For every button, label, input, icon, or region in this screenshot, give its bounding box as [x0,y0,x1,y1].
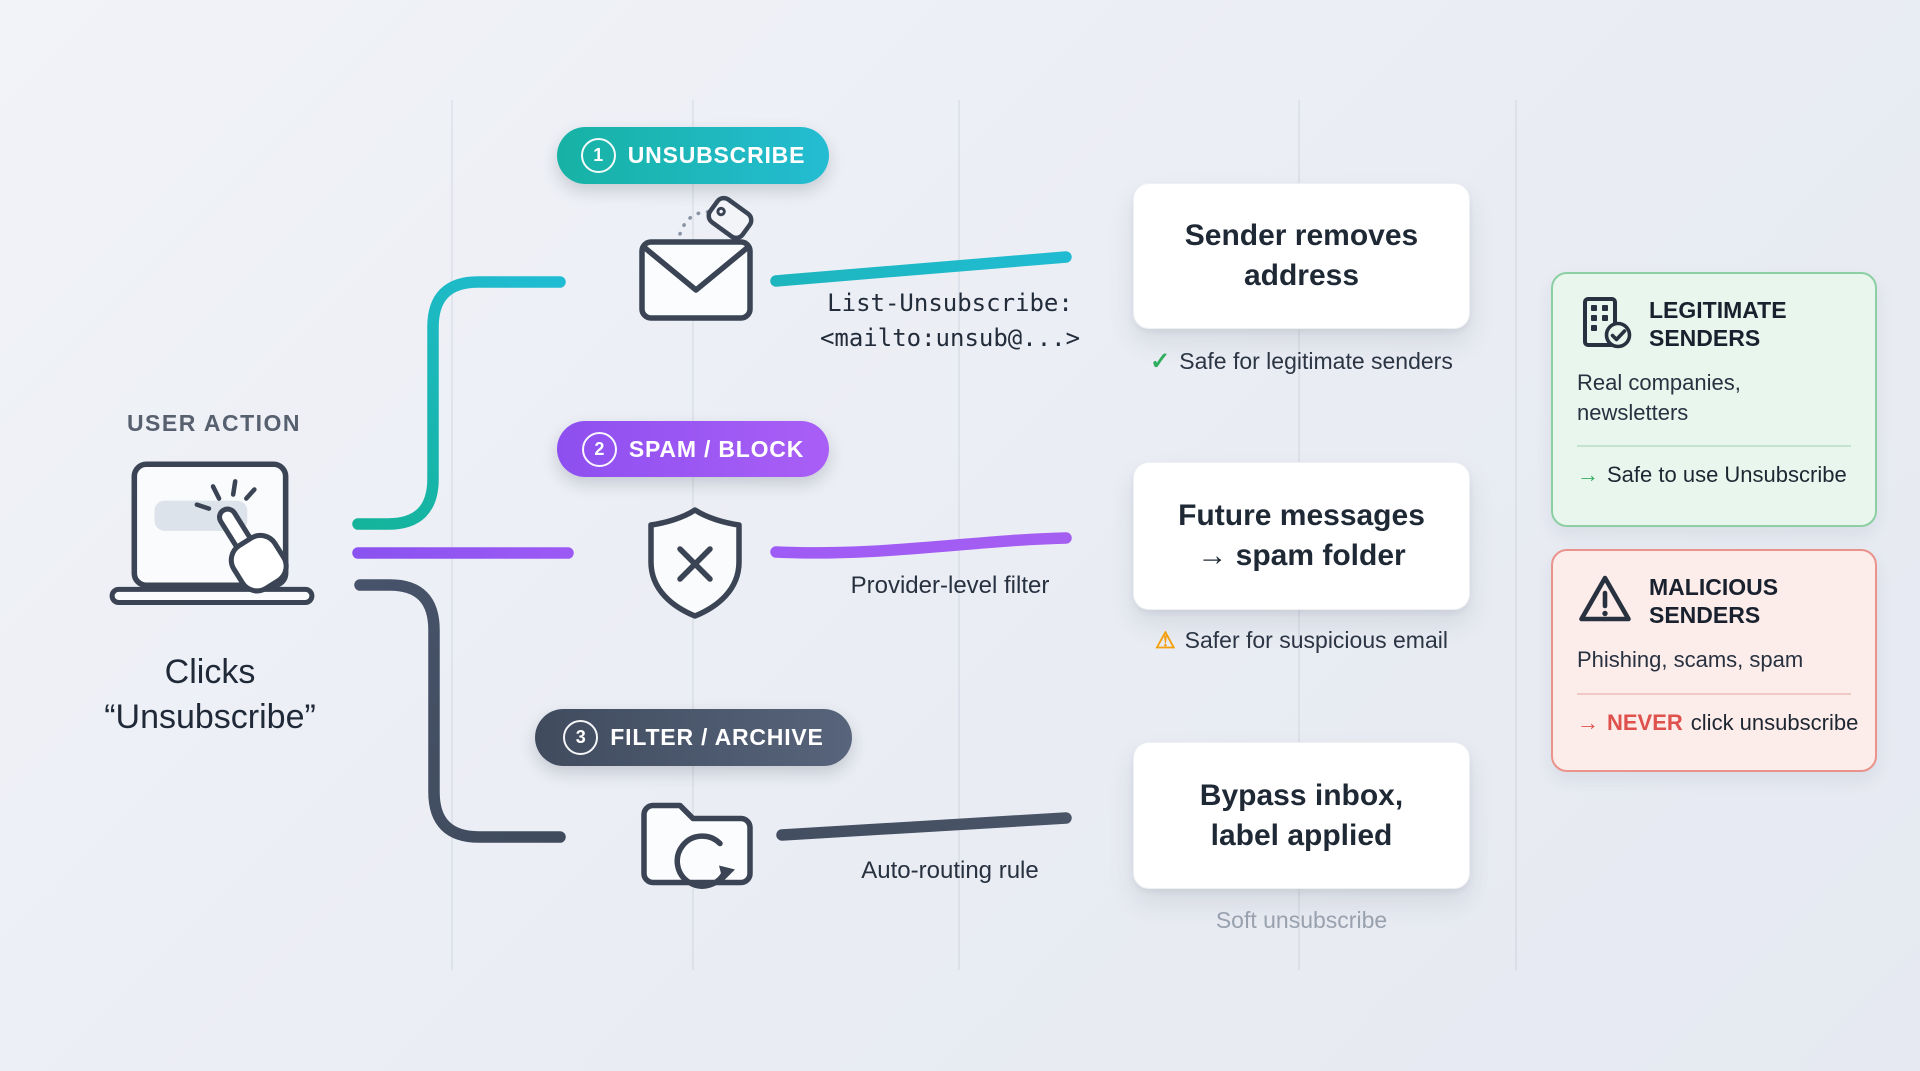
action-text: Safe to use Unsubscribe [1607,462,1847,488]
action-strong: NEVER [1607,709,1683,735]
grid-line [451,100,453,970]
grid-line [958,100,960,970]
card-sender-removes: Sender removes address [1133,183,1470,329]
panel-body: Real companies, newsletters [1577,370,1741,425]
badge-spam-block: 2 SPAM / BLOCK [557,421,829,477]
note-safe-legitimate: ✓ Safe for legitimate senders [1113,348,1490,375]
badge-label: FILTER / ARCHIVE [610,724,824,750]
panel-divider [1577,692,1851,695]
card-future-spam: Future messages → spam folder [1133,462,1470,610]
badge-unsubscribe: 1 UNSUBSCRIBE [557,127,829,184]
warning-icon: ⚠ [1155,627,1176,653]
card-line: Sender removes [1184,219,1419,253]
caption-line: “Unsubscribe” [104,697,316,736]
panel-divider [1577,445,1851,448]
badge-label: SPAM / BLOCK [628,435,805,462]
badge-filter-archive: 3 FILTER / ARCHIVE [535,709,852,766]
badge-number: 3 [563,720,599,755]
auto-routing-label: Auto-routing rule [861,857,1039,884]
caption-line: Clicks [164,653,256,691]
arrow-glyph: → [1577,709,1599,735]
panel-body: Phishing, scams, spam [1577,647,1804,673]
folder-route-icon [641,802,753,889]
check-icon: ✓ [1150,347,1171,375]
list-unsubscribe-code: List-Unsubscribe: <mailto:unsub@...> [790,286,1110,356]
arrow-glyph: → [1577,462,1599,488]
arrow-to-filter-card [776,812,1072,841]
badge-number: 2 [581,431,617,467]
note-safer-suspicious: ⚠ Safer for suspicious email [1113,627,1490,654]
action-text: click unsubscribe [1690,709,1859,735]
soft-unsubscribe-note: Soft unsubscribe [1215,907,1388,933]
panel-title-line: SENDERS [1649,325,1761,352]
panel-malicious-senders: MALICIOUS SENDERS Phishing, scams, spam … [1551,549,1877,772]
warning-triangle-icon [1579,575,1631,622]
arrow-branch-unsubscribe [352,276,566,530]
card-line: Bypass inbox, [1199,778,1404,812]
building-check-icon [1583,297,1632,349]
badge-number: 1 [580,138,616,173]
panel-title-line: SENDERS [1649,602,1761,629]
user-action-caption: Clicks “Unsubscribe” [40,650,380,740]
note-text: Safer for suspicious email [1184,627,1448,653]
panel-title: LEGITIMATE SENDERS [1649,294,1787,352]
panel-legitimate-senders: LEGITIMATE SENDERS Real companies, newsl… [1551,272,1877,527]
badge-label: UNSUBSCRIBE [627,142,806,168]
card-line: → spam folder [1197,539,1406,572]
user-action-label: USER ACTION [126,410,302,436]
panel-action: → Safe to use Unsubscribe [1577,462,1851,488]
panel-title-line: LEGITIMATE [1649,297,1787,323]
panel-header: LEGITIMATE SENDERS [1577,294,1851,352]
code-line: List-Unsubscribe: [827,289,1073,317]
card-line: label applied [1210,818,1393,852]
laptop-click-icon [109,461,315,605]
card-line: address [1243,259,1360,292]
panel-title: MALICIOUS SENDERS [1649,571,1778,629]
card-line: Future messages [1178,499,1425,533]
arrow-branch-filter [354,579,566,843]
panel-header: MALICIOUS SENDERS [1577,571,1851,629]
envelope-tag-icon [639,195,754,321]
shield-block-icon [648,507,742,619]
panel-action: → NEVER click unsubscribe [1577,709,1858,736]
note-text: Safe for legitimate senders [1179,348,1453,374]
provider-filter-label: Provider-level filter [850,572,1050,599]
card-bypass-inbox: Bypass inbox, label applied [1133,742,1470,889]
panel-title-line: MALICIOUS [1649,574,1779,600]
code-line: <mailto:unsub@...> [819,323,1081,352]
arrow-to-spam-card [770,532,1072,559]
grid-line [1515,100,1517,970]
arrow-to-sender-card [770,251,1072,287]
